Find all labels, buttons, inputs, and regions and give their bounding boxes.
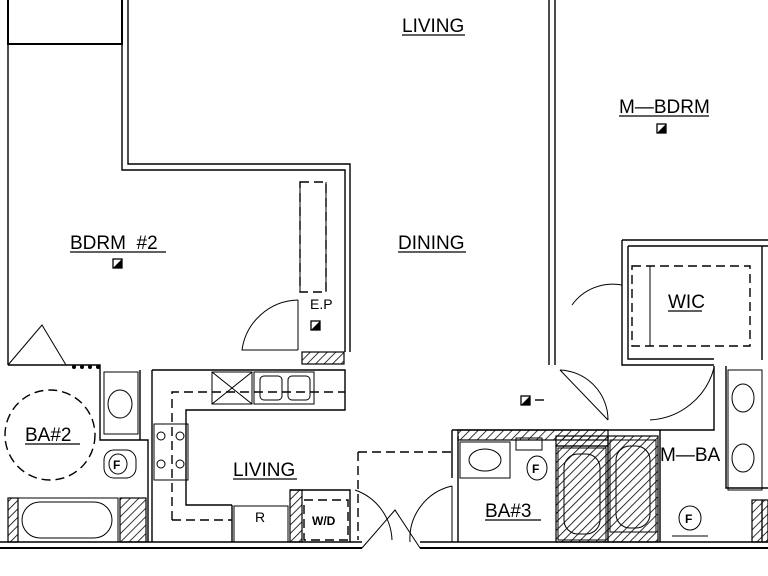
refrigerator-label: R xyxy=(255,509,265,525)
walls xyxy=(0,0,768,549)
svg-text:F: F xyxy=(685,512,692,526)
room-label-walk-in-closet: WIC xyxy=(668,292,705,313)
svg-text:F: F xyxy=(532,462,539,476)
room-label-bath-2: BA#2 xyxy=(25,425,71,446)
dashed-lines xyxy=(4,181,751,540)
room-labels: LIVING M—BDRM BDRM #2 DINING E.P WIC BA#… xyxy=(25,16,721,528)
room-label-living-top: LIVING xyxy=(402,16,464,37)
room-label-dining: DINING xyxy=(398,233,465,254)
room-label-master-bedroom: M—BDRM xyxy=(619,97,710,118)
doors xyxy=(7,299,715,549)
electrical-panel-label: E.P xyxy=(310,296,333,312)
svg-text:F: F xyxy=(113,458,120,472)
fixtures: F F F xyxy=(17,123,763,543)
room-label-bedroom-2: BDRM #2 xyxy=(70,233,158,254)
room-label-master-bath: M—BA xyxy=(660,445,721,466)
washer-dryer-label: W/D xyxy=(312,514,336,528)
room-label-living-bottom: LIVING xyxy=(233,460,295,481)
room-label-bath-3: BA#3 xyxy=(485,501,531,522)
